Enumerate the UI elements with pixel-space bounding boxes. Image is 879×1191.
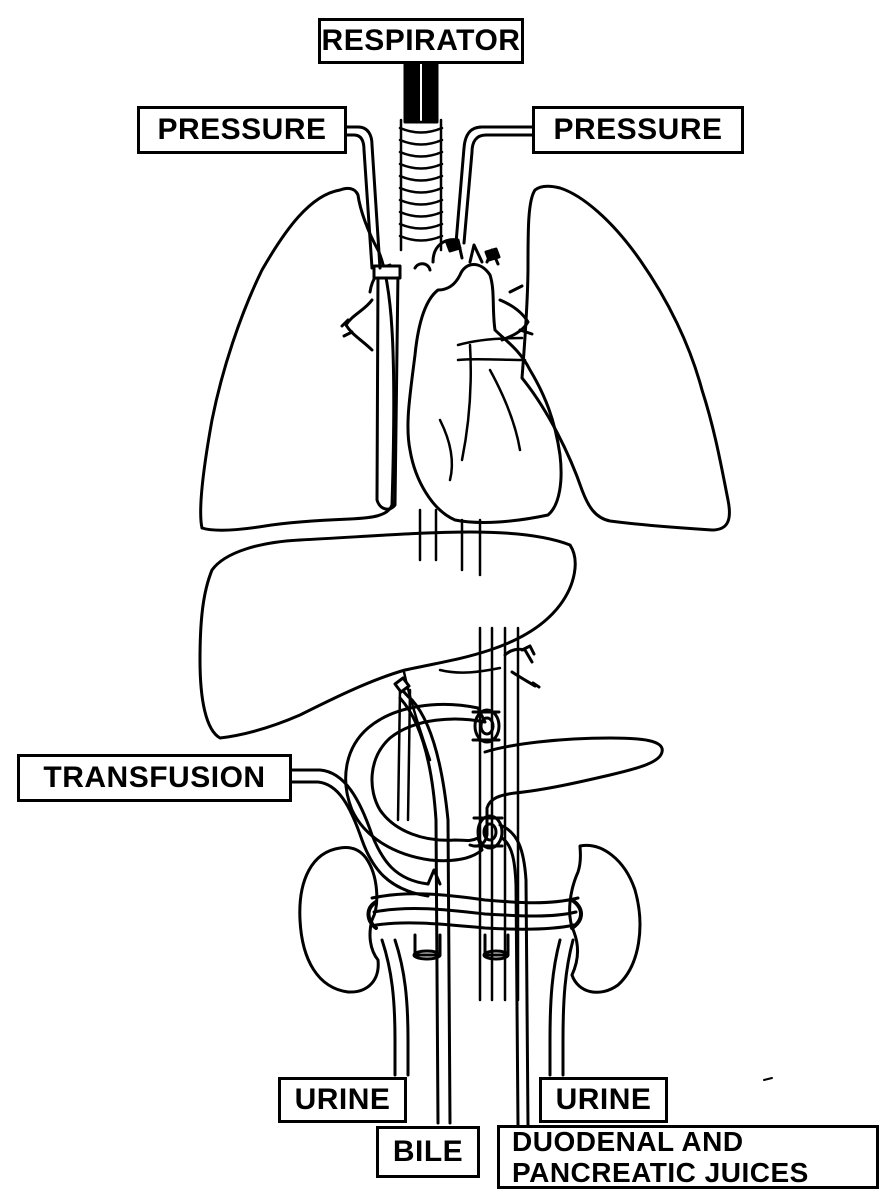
trachea	[400, 120, 442, 250]
pressure-catheter-right	[456, 127, 532, 243]
pressure-left-label: PRESSURE	[137, 106, 347, 154]
vessel-stumps	[414, 935, 508, 959]
pancreas	[470, 738, 662, 846]
pressure-right-label: PRESSURE	[532, 106, 744, 154]
central-trunk	[420, 510, 480, 575]
duodenal-pancreatic-label: DUODENAL AND PANCREATIC JUICES	[497, 1125, 879, 1189]
duodenal-label-line1: DUODENAL AND	[512, 1126, 744, 1157]
urine-left-label: URINE	[278, 1077, 407, 1123]
ink-mark	[764, 1078, 772, 1080]
bile-label: BILE	[376, 1126, 480, 1178]
respirator-tube	[405, 62, 437, 122]
ureters	[382, 940, 573, 1075]
right-lung	[522, 186, 729, 530]
heart	[408, 264, 561, 522]
duodenum	[346, 704, 485, 860]
bile-line	[395, 678, 450, 1123]
aorta	[415, 240, 499, 270]
transfusion-label: TRANSFUSION	[17, 754, 292, 802]
respirator-label: RESPIRATOR	[318, 18, 524, 64]
celiac-branches	[505, 646, 539, 687]
upper-cannula	[473, 710, 499, 742]
left-kidney	[300, 847, 378, 992]
renal-vessels	[369, 894, 582, 929]
duodenal-label-line2: PANCREATIC JUICES	[512, 1157, 809, 1188]
left-lung	[201, 188, 394, 530]
transfusion-line	[290, 770, 440, 896]
vena-cava	[374, 266, 400, 509]
urine-right-label: URINE	[539, 1077, 668, 1123]
heart-vessels	[440, 338, 525, 480]
